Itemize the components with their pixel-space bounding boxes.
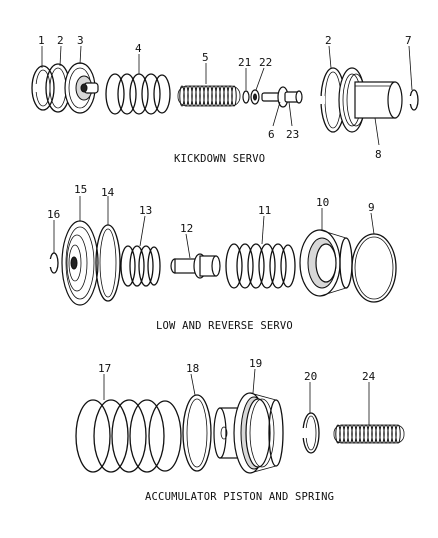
callout-14: 14 <box>101 186 115 199</box>
accumulator-group: 17 18 19 20 24 ACCUMULATOR PISTON AND SP… <box>75 357 405 503</box>
callout-8: 8 <box>375 148 382 161</box>
part-5-small-spring <box>177 85 241 107</box>
callout-11: 11 <box>258 204 271 217</box>
callout-22: 22 <box>259 56 272 69</box>
callout-12: 12 <box>180 222 193 235</box>
part-14-seal-ring <box>95 224 121 302</box>
callout-24: 24 <box>362 370 376 383</box>
part-17-large-spring <box>75 399 182 473</box>
part-7-clip <box>408 89 419 111</box>
callout-17: 17 <box>98 362 111 375</box>
section-title-accumulator-piston-and-spring: ACCUMULATOR PISTON AND SPRING <box>145 491 334 503</box>
callout-3: 3 <box>77 34 84 47</box>
part-3-kickdown-piston <box>64 62 99 114</box>
callout-23: 23 <box>286 128 299 141</box>
callout-15: 15 <box>74 183 87 196</box>
part-13-spring <box>120 245 161 287</box>
callout-4: 4 <box>135 42 142 55</box>
part-24-small-spring <box>333 424 405 444</box>
callout-5: 5 <box>202 51 209 64</box>
part-9-seal-ring <box>351 233 397 303</box>
callout-16: 16 <box>47 208 60 221</box>
part-11-spring <box>225 243 296 289</box>
callout-7: 7 <box>405 34 412 47</box>
callout-19: 19 <box>249 357 262 370</box>
spring-coil <box>231 85 237 107</box>
callout-21: 21 <box>238 56 251 69</box>
part-22-retainer <box>250 89 260 105</box>
callout-20: 20 <box>304 370 317 383</box>
callout-2-right: 2 <box>325 34 332 47</box>
callout-2: 2 <box>57 34 64 47</box>
part-21-washer <box>242 90 250 104</box>
low-reverse-servo-group: 15 14 16 13 12 11 10 9 LOW AND REVERSE S… <box>47 183 397 332</box>
part-16-clip <box>48 252 59 274</box>
part-12-plug <box>170 253 221 279</box>
part-1-snap-ring <box>31 65 55 111</box>
part-19-accumulator-piston <box>213 392 284 474</box>
section-title-low-and-reverse-servo: LOW AND REVERSE SERVO <box>156 320 293 332</box>
callout-6: 6 <box>268 128 275 141</box>
callout-18: 18 <box>186 362 199 375</box>
spring-coil <box>395 424 401 444</box>
part-6-rod <box>261 86 303 108</box>
callout-13: 13 <box>139 204 152 217</box>
part-15-piston <box>61 220 99 306</box>
part-20-clip <box>302 412 320 454</box>
part-4-coil-spring <box>105 73 171 115</box>
kickdown-servo-group: 1 2 3 4 5 21 22 6 23 2 7 8 KICKDOWN SERV… <box>31 34 419 165</box>
section-title-kickdown-servo: KICKDOWN SERVO <box>174 153 265 165</box>
part-8-servo-piston <box>338 67 403 133</box>
callout-1: 1 <box>38 34 45 47</box>
callout-9: 9 <box>368 201 375 214</box>
part-10-servo-body <box>299 229 353 297</box>
callout-10: 10 <box>316 196 329 209</box>
part-18-seal-ring <box>182 394 212 472</box>
